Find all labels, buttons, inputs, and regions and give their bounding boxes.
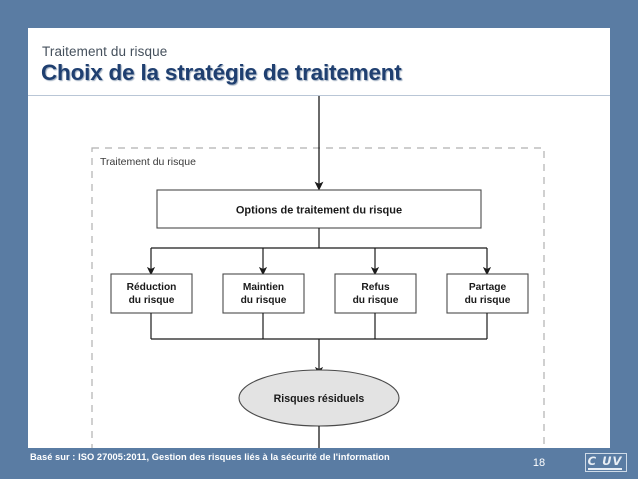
option-box-maintien-line2: du risque — [241, 295, 287, 306]
option-box-partage-line1: Partage — [469, 282, 507, 293]
option-box-partage: Partage du risque — [446, 273, 529, 314]
page-number: 18 — [532, 457, 546, 469]
treatment-zone-boundary — [91, 147, 545, 448]
residual-risk-label: Risques résiduels — [274, 393, 365, 405]
slide-content-panel: Traitement du risque Choix de la stratég… — [28, 28, 610, 448]
option-box-reduction: Réduction du risque — [110, 273, 193, 314]
zone-label: Traitement du risque — [100, 156, 196, 168]
page-title: Choix de la stratégie de traitement — [41, 60, 402, 85]
option-box-maintien: Maintien du risque — [222, 273, 305, 314]
option-box-refus: Refus du risque — [334, 273, 417, 314]
logo-frame — [585, 453, 627, 472]
logo-underline — [588, 468, 622, 470]
option-box-partage-line2: du risque — [465, 295, 511, 306]
options-box — [156, 189, 482, 229]
option-box-reduction-line1: Réduction — [127, 282, 177, 293]
option-box-refus-line1: Refus — [361, 282, 390, 293]
organization-logo: C UV — [583, 453, 627, 472]
risk-treatment-diagram: Traitement du risque Options de traiteme… — [28, 96, 610, 448]
slide-subtitle: Traitement du risque — [42, 44, 168, 59]
logo-text: C UV — [587, 454, 623, 468]
option-box-reduction-line2: du risque — [129, 295, 175, 306]
footer-source-note: Basé sur : ISO 27005:2011, Gestion des r… — [30, 452, 390, 462]
options-box-label: Options de traitement du risque — [236, 205, 402, 217]
option-box-refus-line2: du risque — [353, 295, 399, 306]
option-box-maintien-line1: Maintien — [243, 282, 284, 293]
